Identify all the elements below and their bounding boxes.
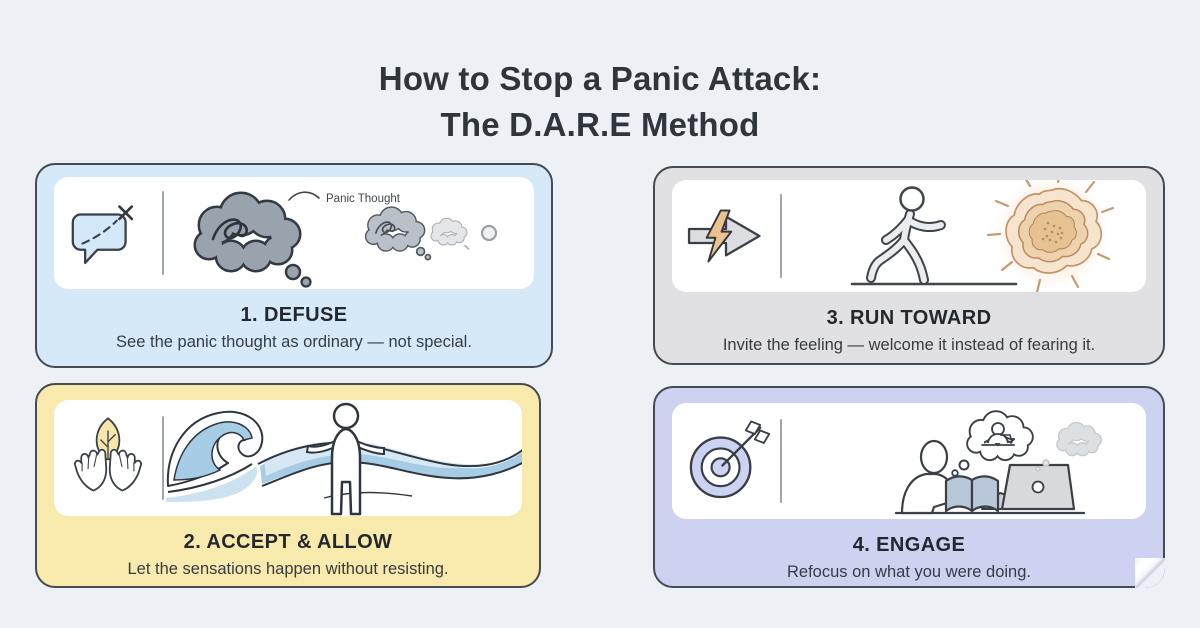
open-book xyxy=(944,475,1000,513)
smaller-thought-cloud xyxy=(364,206,432,261)
fading-thought-cloud xyxy=(430,217,470,250)
card-title: 1. DEFUSE xyxy=(240,304,348,326)
standing-person-figure xyxy=(305,402,385,516)
lightning-arrow-icon xyxy=(672,195,780,277)
card-title: 4. ENGAGE xyxy=(852,534,966,556)
walking-toward-feeling-illustration xyxy=(782,180,1146,292)
card-defuse: Panic Thought 1. D xyxy=(35,163,553,368)
panel-divider xyxy=(780,194,782,278)
reading-at-laptop-illustration xyxy=(782,403,1146,519)
title-line-2: The D.A.R.E Method xyxy=(440,106,760,144)
hands-holding-leaf-icon xyxy=(54,412,162,504)
run-toward-illustration-panel xyxy=(672,180,1146,292)
curling-wave xyxy=(166,410,264,502)
panel-divider xyxy=(162,416,164,500)
page-title: How to Stop a Panic Attack: The D.A.R.E M… xyxy=(0,56,1200,148)
defuse-illustration-panel: Panic Thought xyxy=(54,177,534,289)
ordinary-dot xyxy=(480,224,498,242)
panic-thought-cloud xyxy=(196,194,312,288)
card-title: 2. ACCEPT & ALLOW xyxy=(183,531,393,553)
reading-person-figure xyxy=(900,439,956,515)
shrinking-thought-clouds-illustration: Panic Thought xyxy=(164,177,534,289)
run-toward-caption: 3. RUN TOWARD Invite the feeling — welco… xyxy=(661,307,1157,355)
card-subtitle: Let the sensations happen without resist… xyxy=(127,560,449,578)
engage-illustration-panel xyxy=(672,403,1146,519)
accept-illustration-panel xyxy=(54,400,522,516)
panic-thought-label: Panic Thought xyxy=(326,193,401,205)
panel-divider xyxy=(780,419,782,503)
radiating-rays xyxy=(986,180,1115,292)
walking-person-figure xyxy=(866,186,946,285)
crossed-speech-bubble-icon xyxy=(54,190,162,276)
person-in-waves-illustration xyxy=(164,400,522,516)
target-dart-icon xyxy=(672,415,780,507)
annotation-pointer-line xyxy=(288,191,320,201)
glowing-feeling-blob xyxy=(986,180,1115,292)
card-subtitle: Invite the feeling — welcome it instead … xyxy=(722,336,1096,354)
card-run-toward: 3. RUN TOWARD Invite the feeling — welco… xyxy=(653,166,1165,365)
panel-divider xyxy=(162,191,164,275)
card-engage: 4. ENGAGE Refocus on what you were doing… xyxy=(653,386,1165,588)
focus-thought-bubble xyxy=(951,410,1034,477)
accept-caption: 2. ACCEPT & ALLOW Let the sensations hap… xyxy=(43,531,533,579)
card-subtitle: Refocus on what you were doing. xyxy=(787,563,1031,581)
card-subtitle: See the panic thought as ordinary — not … xyxy=(116,333,472,351)
card-accept-allow: 2. ACCEPT & ALLOW Let the sensations hap… xyxy=(35,383,541,588)
title-line-1: How to Stop a Panic Attack: xyxy=(378,60,822,98)
card-title: 3. RUN TOWARD xyxy=(826,307,992,329)
fading-worry-cloud xyxy=(1035,421,1102,472)
flowing-wave xyxy=(257,440,522,499)
defuse-caption: 1. DEFUSE See the panic thought as ordin… xyxy=(43,304,545,352)
engage-caption: 4. ENGAGE Refocus on what you were doing… xyxy=(661,534,1157,582)
page-curl-decoration xyxy=(1135,558,1165,588)
